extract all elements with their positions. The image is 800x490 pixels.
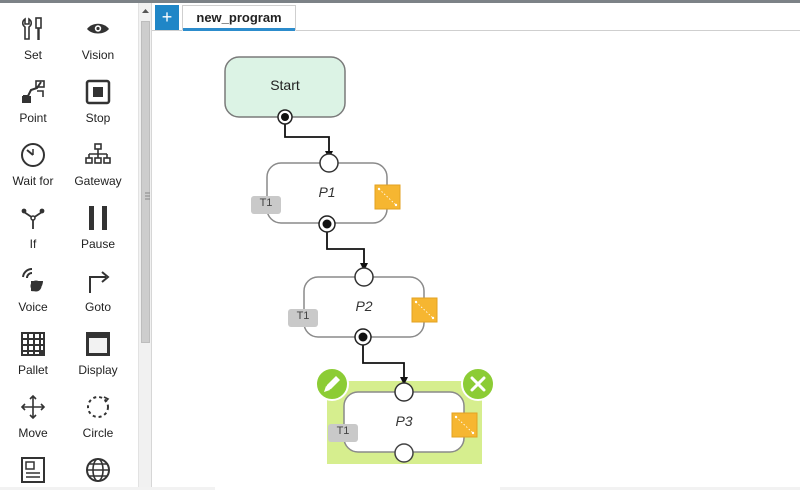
move-cross-icon [20, 394, 46, 420]
tool-globe[interactable] [66, 452, 130, 490]
tool-label: Stop [85, 111, 111, 125]
tool-set[interactable]: Set [1, 11, 65, 71]
connector-start-p1 [284, 117, 333, 159]
bottom-edge [500, 487, 800, 490]
connector-p1-p2 [326, 226, 368, 271]
node-p2[interactable] [288, 276, 438, 338]
tool-label: If [29, 237, 37, 251]
flow-canvas[interactable]: Start P1 T1 P2 T1 P3 T1 [152, 31, 800, 490]
document-icon [21, 457, 45, 483]
bottom-edge [0, 487, 215, 490]
branch-icon [21, 208, 45, 229]
active-tab-indicator [183, 28, 295, 31]
tool-label: Display [78, 363, 118, 377]
tab-label: new_program [196, 10, 282, 25]
tool-document[interactable] [1, 452, 65, 490]
eye-icon [87, 23, 109, 34]
node-label: P2 [355, 298, 373, 314]
tool-display[interactable]: Display [66, 326, 130, 386]
pause-icon [89, 206, 107, 230]
tab-bar: + new_program [152, 3, 800, 31]
tool-label: Pause [80, 237, 116, 251]
tool-gateway[interactable]: Gateway [66, 137, 130, 197]
tool-voice[interactable]: Voice [1, 263, 65, 323]
tool-label: Vision [81, 48, 115, 62]
node-label: P3 [395, 413, 413, 429]
p1-output-dot [322, 219, 332, 229]
scroll-thumb[interactable] [141, 21, 150, 343]
p2-output-dot [358, 332, 368, 342]
goto-arrow-icon [89, 271, 110, 293]
stop-icon [85, 79, 111, 105]
tab-new-program[interactable]: new_program [182, 5, 296, 31]
node-label: P1 [318, 184, 336, 200]
tool-vision[interactable]: Vision [66, 11, 130, 71]
start-node-label: Start [270, 77, 300, 93]
tool-label: Pallet [17, 363, 49, 377]
delete-node-button[interactable] [461, 367, 495, 401]
connector-p2-p3 [362, 339, 408, 385]
node-tag-badge: T1 [296, 310, 310, 322]
tool-label: Set [23, 48, 42, 62]
node-tag-badge: T1 [259, 197, 273, 209]
tool-label: Circle [82, 426, 114, 440]
tool-label: Wait for [12, 174, 54, 188]
p3-output-port[interactable] [394, 443, 414, 463]
tool-label: Move [18, 426, 48, 440]
window-top-border [0, 0, 800, 3]
flow-diagram [224, 56, 495, 464]
tool-label: Point [19, 111, 47, 125]
tool-label: Voice [18, 300, 48, 314]
grid-icon [21, 332, 45, 356]
tool-goto[interactable]: Goto [66, 263, 130, 323]
tool-palette: Set Vision Point Stop Wait f [0, 3, 138, 490]
org-chart-icon [85, 143, 111, 164]
voice-icon [22, 267, 44, 292]
tool-label: Goto [84, 300, 111, 314]
circle-dashed-icon [87, 396, 110, 418]
clock-icon [21, 143, 45, 167]
grip-icon [145, 192, 150, 200]
edit-node-button[interactable] [315, 367, 349, 401]
scroll-up-arrow-icon[interactable] [140, 6, 151, 16]
start-output-dot [281, 113, 289, 121]
tool-stop[interactable]: Stop [66, 74, 130, 134]
globe-icon [86, 458, 110, 482]
p2-input-port[interactable] [354, 267, 374, 287]
display-icon [86, 332, 110, 356]
tool-point[interactable]: Point [1, 74, 65, 134]
sidebar-scrollbar[interactable] [138, 3, 152, 490]
tool-move[interactable]: Move [1, 389, 65, 449]
tool-circle[interactable]: Circle [66, 389, 130, 449]
p3-input-port[interactable] [394, 382, 414, 402]
tool-pause[interactable]: Pause [66, 200, 130, 260]
tool-label: Gateway [74, 174, 122, 188]
tool-wait-for[interactable]: Wait for [1, 137, 65, 197]
tool-pallet[interactable]: Pallet [1, 326, 65, 386]
add-tab-button[interactable]: + [155, 5, 179, 30]
close-icon [470, 376, 486, 392]
node-p1[interactable] [251, 162, 401, 224]
tool-if[interactable]: If [1, 200, 65, 260]
point-icon [22, 80, 45, 103]
p1-input-port[interactable] [319, 153, 339, 173]
node-tag-badge: T1 [336, 425, 350, 437]
wrench-screwdriver-icon [21, 17, 42, 40]
pencil-icon [324, 376, 340, 392]
